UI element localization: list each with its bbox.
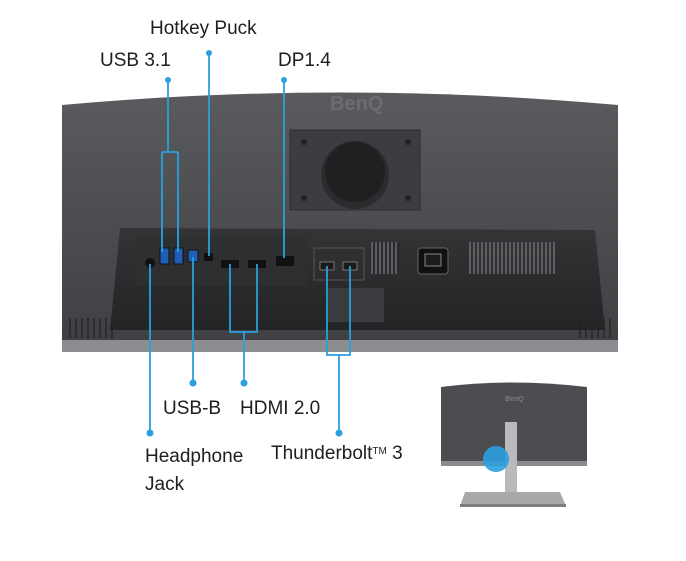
label-thunderbolt-num: 3	[392, 443, 403, 464]
monitor-bottom-edge	[62, 340, 618, 352]
usb31-port-1	[159, 247, 170, 265]
thumbnail-stand-base	[460, 492, 566, 506]
label-usb31: USB 3.1	[100, 50, 171, 71]
label-hotkey-puck: Hotkey Puck	[150, 18, 257, 39]
dp-port	[276, 256, 294, 266]
label-headphone-jack: Jack	[145, 474, 185, 495]
cable-clip	[328, 288, 384, 322]
headphone-port	[145, 258, 155, 268]
thumbnail-logo: BenQ	[505, 396, 524, 403]
label-hdmi20: HDMI 2.0	[240, 398, 321, 419]
callout-line-thunderbolt	[326, 266, 351, 433]
label-thunderbolt-text: Thunderbolt	[271, 443, 373, 464]
vent-grille-left	[370, 242, 400, 274]
thumbnail-highlight	[483, 446, 509, 472]
vent-grille-bottom	[69, 318, 611, 338]
hotkey-puck-port	[204, 253, 213, 261]
label-usbb: USB-B	[163, 398, 222, 419]
thumbnail-stand-neck	[505, 422, 517, 492]
label-headphone: Headphone	[145, 446, 244, 467]
tb-area	[313, 247, 365, 281]
thumbnail-monitor: BenQ	[441, 382, 587, 507]
trademark-symbol: TM	[372, 446, 387, 457]
callout-line-hdmi	[229, 264, 258, 383]
callout-line-usb31	[161, 82, 179, 252]
label-dp14: DP1.4	[278, 50, 331, 71]
benq-logo: BenQ	[330, 93, 383, 115]
label-thunderbolt: ThunderboltTM 3	[271, 443, 403, 465]
